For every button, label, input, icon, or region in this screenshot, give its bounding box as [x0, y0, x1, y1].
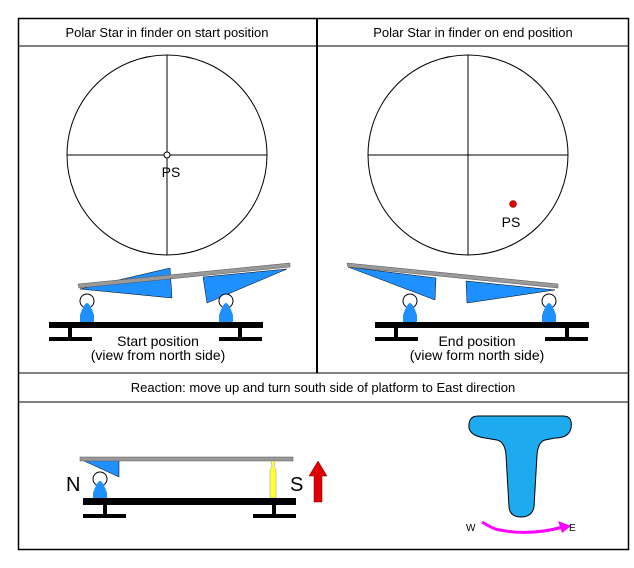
base-foot	[83, 514, 126, 518]
base-leg	[238, 328, 242, 338]
west-label: W	[466, 523, 476, 534]
start-platform	[49, 262, 291, 341]
south-label: S	[290, 474, 303, 496]
polar-star-label: PS	[502, 214, 521, 230]
base-leg	[103, 505, 107, 515]
turn-arrow-icon	[481, 520, 564, 534]
south-roller-support	[218, 293, 234, 324]
end-platform	[346, 262, 589, 341]
reaction-top-view: W E	[466, 415, 576, 534]
base-leg	[272, 505, 276, 515]
base-foot	[545, 337, 588, 341]
outer-frame	[17, 17, 630, 551]
polar-star-marker	[509, 200, 517, 208]
start-caption-line2: (view from north side)	[91, 347, 226, 363]
end-finder-view: PS	[367, 54, 569, 256]
turn-arrow-head	[558, 521, 571, 533]
north-wedge	[347, 266, 437, 301]
north-roller-support	[92, 471, 108, 502]
polar-star-label: PS	[162, 164, 181, 180]
start-finder-view: PS	[66, 54, 268, 256]
south-lift-support	[269, 460, 277, 499]
base-beam	[49, 322, 263, 328]
end-panel-title: Polar Star in finder on end position	[373, 25, 572, 40]
base-foot	[253, 514, 296, 518]
platform-plate	[77, 262, 291, 289]
north-label: N	[66, 474, 80, 496]
reaction-side-view: N S	[66, 456, 328, 518]
polar-star-marker	[163, 151, 171, 159]
start-panel-title: Polar Star in finder on start position	[65, 25, 268, 40]
base-beam	[375, 322, 589, 328]
base-foot	[375, 337, 418, 341]
platform-plate	[346, 262, 559, 289]
base-leg	[68, 328, 72, 338]
platform-plate	[79, 456, 294, 462]
base-leg	[565, 328, 569, 338]
end-caption-line2: (view form north side)	[410, 347, 545, 363]
base-foot	[219, 337, 262, 341]
start-caption-line1: Start position	[117, 333, 199, 349]
base-foot	[49, 337, 92, 341]
reaction-title: Reaction: move up and turn south side of…	[131, 380, 515, 395]
south-roller-support	[541, 293, 557, 324]
north-roller-support	[79, 293, 95, 324]
east-label: E	[569, 523, 576, 534]
north-roller-support	[402, 293, 418, 324]
base-leg	[394, 328, 398, 338]
up-arrow-icon	[308, 460, 328, 503]
base-beam	[83, 498, 296, 505]
south-wedge	[465, 280, 556, 304]
end-caption-line1: End position	[438, 333, 515, 349]
finder-body-top-view	[468, 415, 572, 518]
